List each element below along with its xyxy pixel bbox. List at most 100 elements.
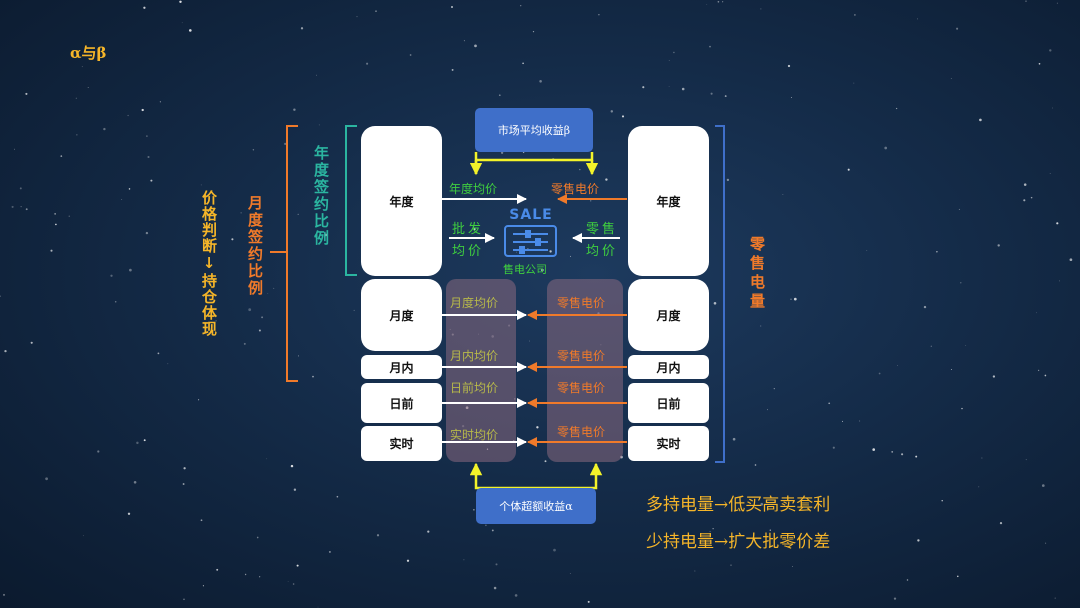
star [300,27,304,30]
star [215,320,217,322]
star [463,559,465,561]
star [598,14,600,16]
annual-ratio-bracket [345,125,357,276]
star [760,502,764,506]
star [792,566,793,567]
star [1037,369,1040,372]
intramonth-retail-price-label: 零售电价 [557,349,606,363]
star [491,529,494,532]
star [376,534,380,537]
star [20,206,22,208]
star [1023,183,1027,186]
individual-alpha-button[interactable]: 个体超额收益α [476,488,596,524]
star [579,168,581,171]
star [569,573,571,574]
star [315,74,317,76]
star [110,274,113,277]
star [19,187,22,190]
retail-column-bg [547,279,623,462]
star [216,568,219,571]
retail-avg-label-1: 零售 [586,222,619,237]
star [406,559,410,562]
star [878,372,881,375]
star [336,495,339,498]
outer-orange-bracket [286,125,298,382]
intramonth-avg-price-label: 月内均价 [450,349,499,363]
star [522,151,525,154]
star [754,464,757,466]
star [668,86,670,88]
star [366,62,369,65]
star [673,51,675,54]
star [853,82,855,84]
star [917,539,920,542]
star [259,576,261,578]
star [760,325,762,327]
star [121,199,123,200]
star [493,586,497,590]
star [463,40,465,42]
star [710,92,713,95]
monthly-ratio-label: 月度签约比例 [246,195,264,297]
star [769,529,771,531]
star [544,460,547,463]
star [55,223,57,226]
star [473,509,475,511]
market-beta-button[interactable]: 市场平均收益β [475,108,593,152]
left-row-annual: 年度 [361,126,442,276]
star [956,27,959,30]
star [258,329,261,332]
star [1069,258,1073,262]
star [587,600,590,603]
company-label: 售电公司 [503,263,547,276]
star [790,96,792,98]
star [950,78,952,80]
star [917,18,918,20]
star [147,155,150,159]
star [50,249,53,252]
star [146,135,148,137]
left-row-dayahead: 日前 [361,383,442,423]
star [87,87,89,88]
right-row-dayahead: 日前 [628,383,709,423]
star [923,305,927,309]
star [14,148,15,150]
star [717,0,720,3]
star [884,146,888,150]
star [1023,199,1026,202]
page-title: α与β [70,44,107,62]
star [694,570,696,572]
star [179,0,182,4]
star [891,451,894,453]
star [590,200,592,202]
star [793,297,797,301]
star [1030,196,1033,199]
star [1025,0,1027,2]
star [30,341,33,344]
star [981,457,983,459]
star [240,212,242,214]
star [642,86,645,89]
left-row-realtime: 实时 [361,426,442,461]
star [231,238,234,241]
star [787,64,791,68]
annual-avg-price-label: 年度均价 [449,182,498,196]
alpha-bracket [474,480,598,490]
star [183,467,186,470]
star [198,399,200,401]
star [167,363,169,365]
star [1052,107,1054,109]
star [532,30,535,33]
star [485,524,487,527]
star [76,134,78,136]
star [950,369,952,370]
star [127,512,131,515]
dayahead-retail-price-label: 零售电价 [557,381,606,395]
star [553,548,556,552]
star [1049,49,1052,52]
star [872,448,876,451]
star [1035,312,1037,314]
star [782,194,784,195]
star [893,597,897,600]
row-arrows [442,310,627,447]
